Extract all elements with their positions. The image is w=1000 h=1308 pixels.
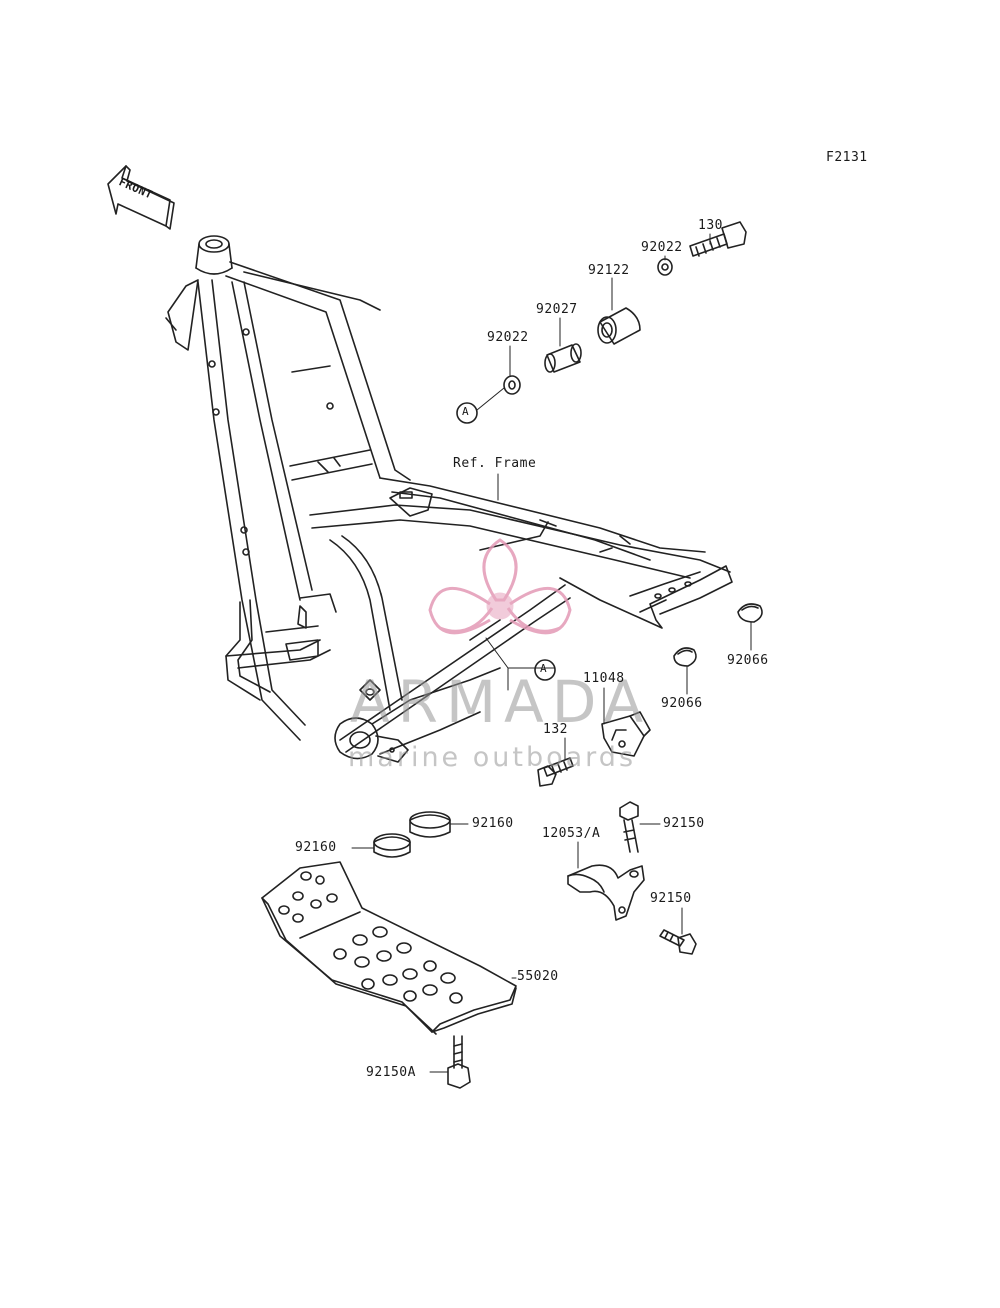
washer-92022-right-icon [657, 258, 673, 276]
bolt-92150a-icon [447, 1035, 471, 1089]
part-label-92022-left: 92022 [487, 330, 529, 345]
collar-92027-icon [544, 343, 582, 373]
front-arrow-icon [107, 165, 175, 230]
bolt-130-icon [689, 221, 747, 257]
part-label-92150-bottom: 92150 [650, 891, 692, 906]
part-label-92150-top: 92150 [663, 816, 705, 831]
part-label-92122: 92122 [588, 263, 630, 278]
watermark-subtitle: marine outboards [348, 742, 637, 773]
part-label-130: 130 [698, 218, 723, 233]
clamp-12053a-icon [567, 864, 645, 921]
bolt-92150-bottom-icon [659, 929, 697, 955]
ref-frame-label: Ref. Frame [453, 456, 537, 471]
part-label-11048: 11048 [583, 671, 625, 686]
part-label-92066-lower: 92066 [661, 696, 703, 711]
bolt-92150-top-icon [619, 801, 639, 853]
washer-92022-left-icon [503, 375, 521, 395]
figure-code: F2131 [826, 150, 868, 165]
part-label-92066-right: 92066 [727, 653, 769, 668]
plug-92066-lower-icon [673, 647, 697, 667]
ref-marker-a-top-label: A [462, 405, 470, 418]
watermark-logo-icon [428, 538, 572, 635]
part-label-92022-right: 92022 [641, 240, 683, 255]
part-label-12053a: 12053/A [542, 826, 601, 841]
ref-marker-a-top [456, 402, 478, 424]
cap-92160-left-icon [373, 833, 411, 858]
cap-92160-right-icon [409, 811, 451, 838]
part-label-55020: 55020 [517, 969, 559, 984]
bolt-132-icon [537, 757, 574, 787]
plug-92066-right-icon [737, 603, 763, 623]
part-label-92160-right: 92160 [472, 816, 514, 831]
ref-marker-a-bottom [534, 659, 556, 681]
ref-marker-a-bottom-label: A [540, 662, 548, 675]
bushing-92122-icon [597, 307, 641, 345]
part-label-132: 132 [543, 722, 568, 737]
skid-plate-55020-icon [261, 861, 517, 1035]
watermark-title: ARMADA [350, 668, 652, 736]
part-label-92150a: 92150A [366, 1065, 416, 1080]
motorcycle-frame [165, 235, 733, 763]
part-label-92027: 92027 [536, 302, 578, 317]
part-label-92160-left: 92160 [295, 840, 337, 855]
bracket-11048-icon [601, 711, 651, 757]
